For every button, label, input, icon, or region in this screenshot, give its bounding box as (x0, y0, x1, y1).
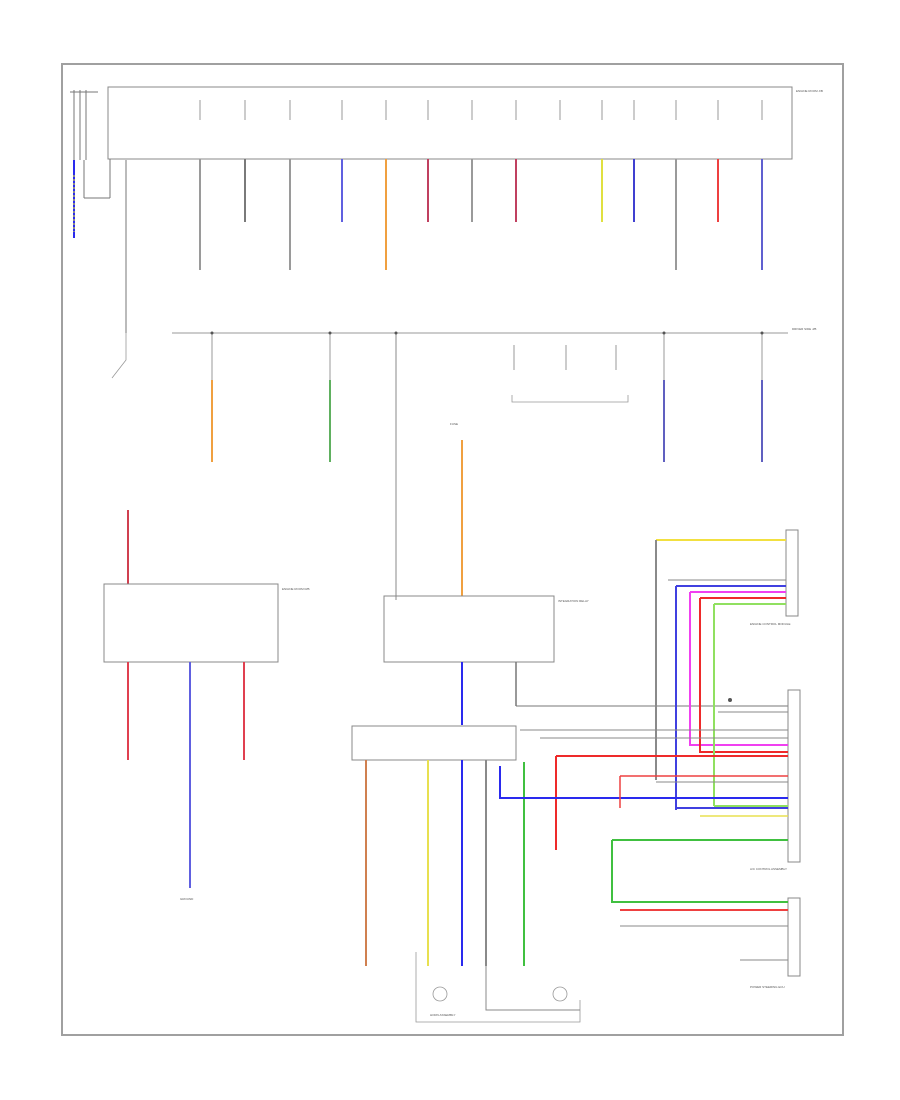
lower-left-drops (127, 662, 245, 888)
mid-drop-wires (211, 380, 763, 462)
diagram-frame (61, 63, 844, 1036)
battery-block (70, 90, 111, 199)
top-drop-wires (199, 159, 763, 270)
top-fuse-box (107, 86, 793, 160)
mid-fuse-taps (211, 333, 763, 380)
center-relay-box (383, 595, 555, 663)
right-ecu-1 (785, 529, 799, 617)
combination-switch-box (351, 725, 517, 761)
right-harness-wires (485, 539, 788, 1011)
right-ecu-3 (787, 897, 801, 977)
mid-bus-label: DRIVER SIDE J/B (792, 327, 816, 331)
combo-drops (365, 760, 487, 966)
lower-left-box (103, 583, 279, 663)
lower-left-box-label: ENGINE ROOM R/B (282, 587, 310, 591)
horn-assembly-box (415, 952, 581, 1023)
horn-left-icon (432, 986, 448, 1002)
right-ecu-2-label: A/C CONTROL ASSEMBLY (750, 867, 787, 871)
right-ecu-1-label: ENGINE CONTROL MODULE (750, 622, 791, 626)
mid-bracket (511, 395, 629, 403)
center-relay-box-label: INTEGRATION RELAY (558, 599, 589, 603)
top-fuse-taps (199, 100, 763, 120)
ground-symbol: GROUND (180, 897, 194, 901)
svg-text:GROUND: GROUND (180, 897, 194, 901)
right-ecu-3-label: POWER STEERING ECU (750, 985, 785, 989)
right-ecu-2 (787, 689, 801, 863)
splice-points (210, 331, 764, 702)
top-fuse-box-label: ENGINE ROOM J/B (796, 89, 823, 93)
ignition-switch (111, 333, 127, 379)
horn-right-icon (552, 986, 568, 1002)
fuse-note: FUSE (450, 422, 458, 426)
horn-assembly-label: HORN ASSEMBLY (430, 1013, 455, 1017)
